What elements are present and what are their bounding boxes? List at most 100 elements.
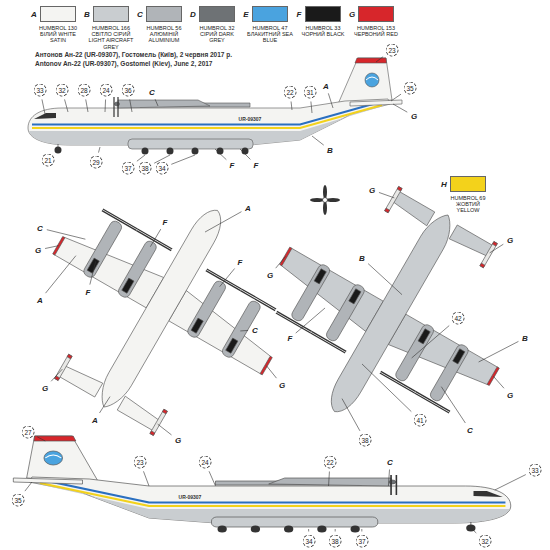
callout-number: 35 <box>12 494 25 507</box>
leader-line <box>42 99 45 114</box>
paint-name: HUMBROL 56 АЛЮМІНІЙ ALUMINIUM <box>140 25 188 44</box>
paint-name: HUMBROL 32 СІРИЙ DARK GREY <box>193 25 241 44</box>
callout-number: 38 <box>139 162 152 175</box>
leader-line <box>368 264 402 295</box>
callout-letter: G <box>410 112 418 121</box>
leader-line <box>471 528 476 533</box>
callout-letter: E <box>242 10 249 19</box>
callout-letter: B <box>326 146 334 155</box>
callout-number: 38 <box>359 434 372 447</box>
callout-letter: F <box>85 288 92 297</box>
leader-line <box>266 366 276 378</box>
callout-letter: G <box>34 246 42 255</box>
subtitle: Antonov An-22 (UR-09307), Gostomel (Kiev… <box>35 60 212 67</box>
callout-number: 33 <box>529 464 542 477</box>
callout-number: 28 <box>78 84 91 97</box>
callout-number: 29 <box>90 156 103 169</box>
callout-number: 37 <box>122 162 135 175</box>
leader-line <box>220 268 235 286</box>
top-view <box>0 150 322 468</box>
side-view-left <box>28 58 402 155</box>
leader-line <box>65 99 68 112</box>
callout-number: 34 <box>156 162 169 175</box>
paint-name: HUMBROL 69 ЖОВТИЙ YELLOW <box>444 195 492 214</box>
leader-line <box>495 475 526 490</box>
leader-line <box>25 482 32 491</box>
leader-line <box>311 101 312 113</box>
leader-line <box>376 57 383 62</box>
leader-line <box>393 104 407 112</box>
callout-letter: H <box>440 180 448 189</box>
leader-line <box>158 424 172 435</box>
leader-line <box>362 364 411 412</box>
leader-line <box>105 99 107 112</box>
color-swatch <box>199 6 235 22</box>
callout-letter: A <box>36 296 44 305</box>
propeller-icon <box>310 185 340 215</box>
color-swatch <box>358 6 394 22</box>
callout-letter: G <box>278 381 286 390</box>
color-swatch <box>146 6 182 22</box>
leader-line <box>51 369 62 381</box>
side-view-right <box>13 436 510 533</box>
leader-line <box>493 376 504 388</box>
callout-number: 36 <box>122 84 135 97</box>
leader-line <box>46 256 76 293</box>
bottom-view <box>230 155 550 473</box>
paint-name: HUMBROL 130 БІЛИЙ WHITE SATIN <box>34 25 82 44</box>
leader-line <box>130 99 132 112</box>
callout-number: 24 <box>100 84 113 97</box>
leader-line <box>137 155 145 161</box>
registration-marking: UR-09307 <box>179 494 202 500</box>
callout-letter: G <box>368 186 376 195</box>
leader-line <box>240 330 248 332</box>
leader-line <box>412 326 450 358</box>
callout-number: 34 <box>303 535 316 548</box>
leader-line <box>328 93 333 108</box>
callout-letter: D <box>189 10 197 19</box>
leader-line <box>312 136 324 145</box>
callout-letter: A <box>322 82 330 91</box>
leader-line <box>171 155 195 164</box>
leader-line <box>276 256 286 268</box>
leader-line <box>215 149 226 160</box>
callout-number: 21 <box>42 154 55 167</box>
callout-letter: C <box>386 458 394 467</box>
callout-number: 42 <box>452 312 465 325</box>
callout-number: 32 <box>479 535 492 548</box>
callout-number: 37 <box>356 535 369 548</box>
leader-line <box>100 397 110 413</box>
callout-letter: G <box>348 10 356 19</box>
callout-letter: A <box>30 10 38 19</box>
leader-line <box>209 471 215 486</box>
paint-name: HUMBROL 166 СВІТЛО СІРИЙ LIGHT AIRCRAFT … <box>87 25 135 50</box>
leader-line <box>328 471 330 486</box>
leader-line <box>361 529 362 532</box>
callout-letter: F <box>253 161 260 170</box>
callout-letter: B <box>83 10 91 19</box>
leader-line <box>45 246 59 249</box>
leader-line <box>155 99 158 106</box>
callout-letter: F <box>237 258 244 267</box>
callout-letter: G <box>506 236 514 245</box>
callout-number: 33 <box>34 84 47 97</box>
leader-line <box>441 387 465 423</box>
callout-letter: F <box>287 334 294 343</box>
registration-marking: UR-09307 <box>239 116 262 122</box>
callout-letter: C <box>466 426 474 435</box>
leader-line <box>490 244 504 253</box>
callout-letter: G <box>174 436 182 445</box>
paint-name: HUMBROL 47 БЛАКИТНИЙ SEA BLUE <box>246 25 294 44</box>
leader-line <box>391 94 401 101</box>
callout-letter: G <box>506 391 514 400</box>
callout-letter: G <box>41 384 49 393</box>
leader-line <box>291 101 293 110</box>
leader-line <box>240 149 250 159</box>
callout-letter: C <box>136 10 144 19</box>
leader-line <box>150 229 160 247</box>
callout-letter: A <box>244 204 252 213</box>
leader-line <box>143 471 149 486</box>
